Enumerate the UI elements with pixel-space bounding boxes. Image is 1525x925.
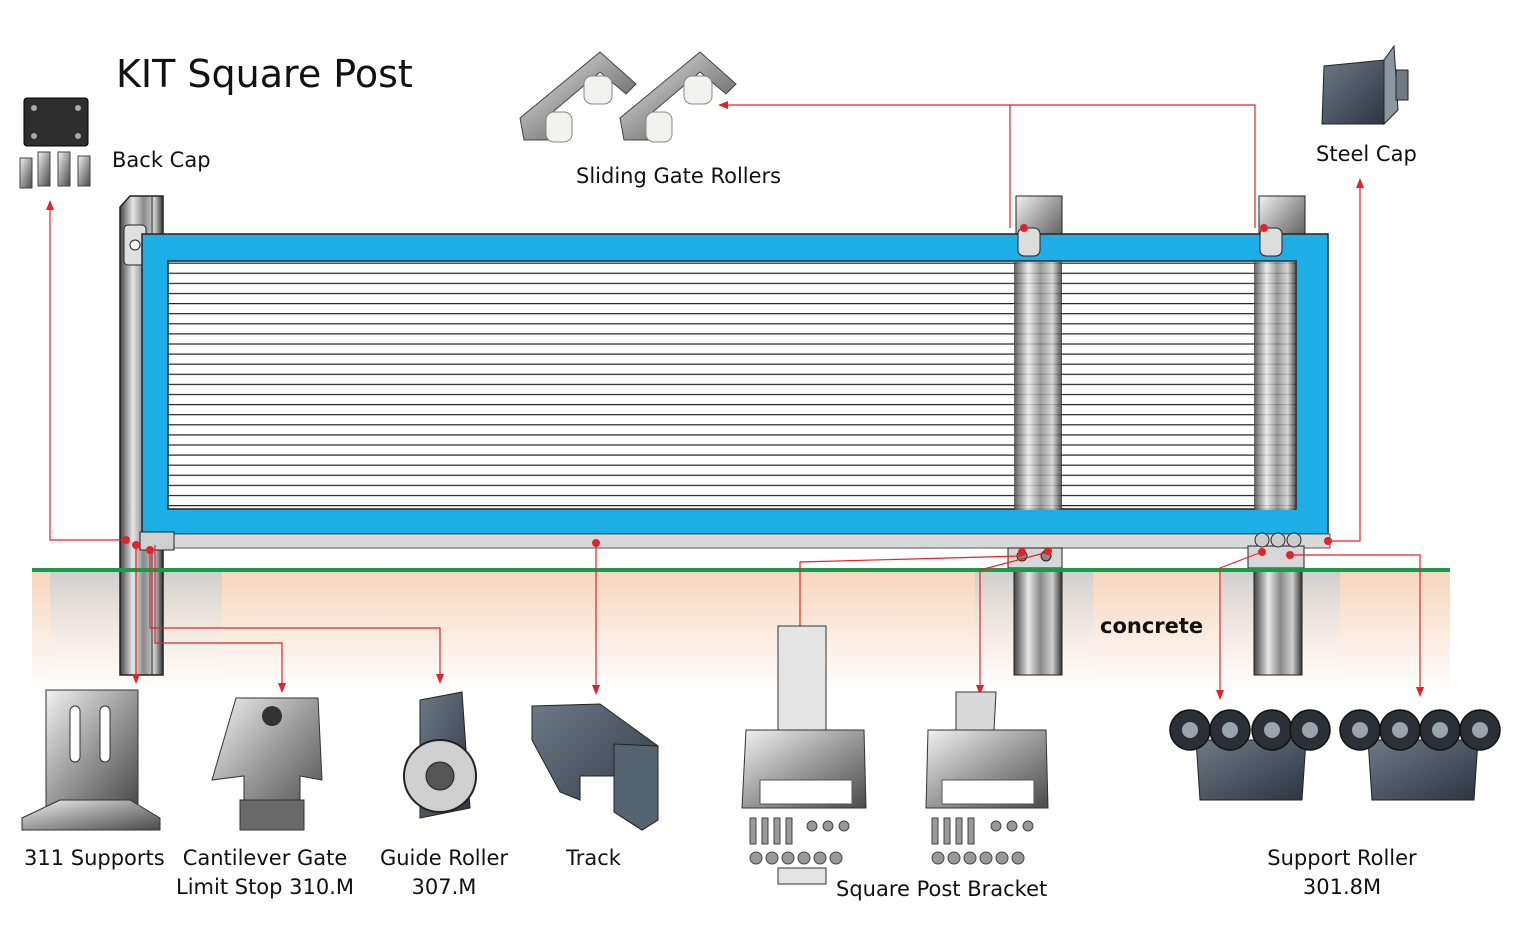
- square-post-bracket-label: Square Post Bracket: [836, 877, 1048, 901]
- supports-311-label: 311 Supports: [24, 846, 165, 870]
- track-label: Track: [566, 846, 621, 870]
- back-cap-label: Back Cap: [112, 148, 211, 172]
- support-roller-label: Support Roller 301.8M: [1262, 844, 1422, 902]
- limit-stop-label: Cantilever Gate Limit Stop 310.M: [176, 844, 354, 902]
- steel-cap-label: Steel Cap: [1316, 142, 1417, 166]
- concrete-label: concrete: [1100, 614, 1204, 638]
- back-cap-image: [19, 97, 91, 189]
- limit-stop-label-line1: Cantilever Gate: [182, 846, 348, 870]
- concrete-ground: [32, 572, 1450, 692]
- track-image: [531, 703, 659, 831]
- gate-panel: [141, 227, 1329, 535]
- callout-dots: [122, 224, 1332, 559]
- guide-roller-label-line1: Guide Roller: [379, 846, 509, 870]
- callout-lines: [49, 104, 1421, 694]
- support-roller-label-line1: Support Roller: [1267, 846, 1417, 870]
- sliding-gate-rollers-label: Sliding Gate Rollers: [576, 164, 782, 188]
- limit-stop-image: [211, 697, 323, 831]
- guide-roller-image: [403, 691, 477, 819]
- supports-311-image: [21, 689, 161, 831]
- square-post-bracket-image: [741, 625, 1049, 885]
- steel-cap-image: [1321, 44, 1409, 126]
- page-title: KIT Square Post: [116, 52, 413, 96]
- support-roller-label-line2: 301.8M: [1302, 875, 1382, 899]
- support-roller-image: [1169, 709, 1501, 801]
- guide-roller-label: Guide Roller 307.M: [376, 844, 512, 902]
- sliding-gate-rollers-image: [519, 51, 737, 143]
- guide-roller-label-line2: 307.M: [411, 875, 477, 899]
- limit-stop-label-line2: Limit Stop 310.M: [176, 875, 355, 899]
- track-rail: [149, 533, 1331, 549]
